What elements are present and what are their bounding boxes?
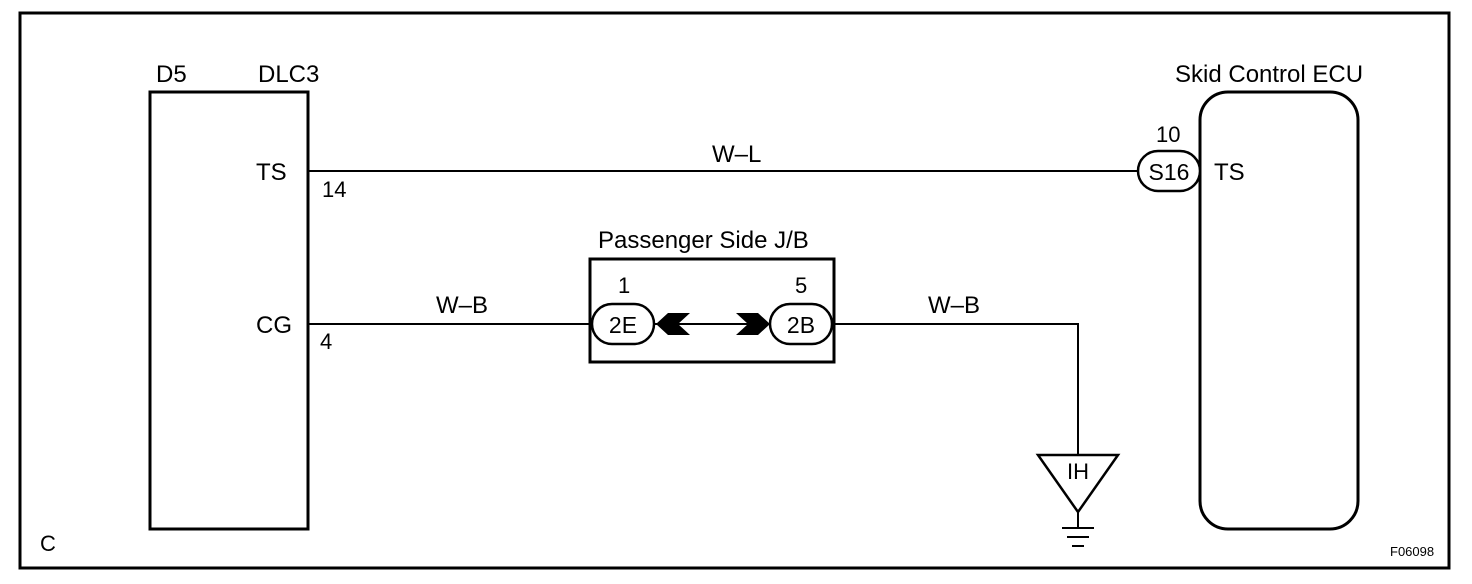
ecu-block: Skid Control ECU 10 TS [1156, 61, 1363, 531]
dlc3-ts-pin: 14 [322, 177, 346, 202]
ecu-name: Skid Control ECU [1175, 61, 1363, 88]
ground-code: IH [1067, 459, 1089, 484]
dlc3-cg-pin: 4 [320, 329, 332, 354]
ground-wire [832, 323, 1079, 455]
cg-wire-color: W–B [436, 292, 488, 319]
connector-s16-label: S16 [1149, 159, 1190, 185]
junction-right-pin: 5 [795, 273, 807, 298]
ecu-pin-number: 10 [1156, 122, 1180, 147]
connector-s16: S16 [1136, 149, 1202, 193]
dlc3-ts-signal: TS [256, 159, 287, 186]
right-chevron-icon [736, 313, 770, 335]
dlc3-block: D5 DLC3 TS 14 CG 4 [148, 61, 346, 531]
junction-block-name: Passenger Side J/B [598, 227, 809, 254]
connector-s16-shell [1136, 149, 1202, 193]
ground-wire-color: W–B [928, 292, 980, 319]
ts-wire-color: W–L [712, 141, 761, 168]
dlc3-body [148, 90, 310, 531]
dlc3-connector-code: D5 [156, 61, 187, 88]
figure-id: F06098 [1390, 544, 1434, 559]
ground-point: IH [1035, 453, 1121, 547]
ground-triangle-icon [1035, 453, 1121, 515]
connector-2e-label: 2E [609, 312, 637, 338]
corner-label: C [40, 531, 56, 556]
ecu-ts-signal: TS [1214, 159, 1245, 186]
dlc3-cg-signal: CG [256, 312, 292, 339]
connector-2b-label: 2B [787, 312, 815, 338]
dlc3-name: DLC3 [258, 61, 319, 88]
junction-left-pin: 1 [618, 273, 630, 298]
ecu-body [1198, 90, 1360, 531]
junction-block: Passenger Side J/B 1 5 2E 2B [588, 227, 836, 364]
left-chevron-icon [656, 313, 690, 335]
